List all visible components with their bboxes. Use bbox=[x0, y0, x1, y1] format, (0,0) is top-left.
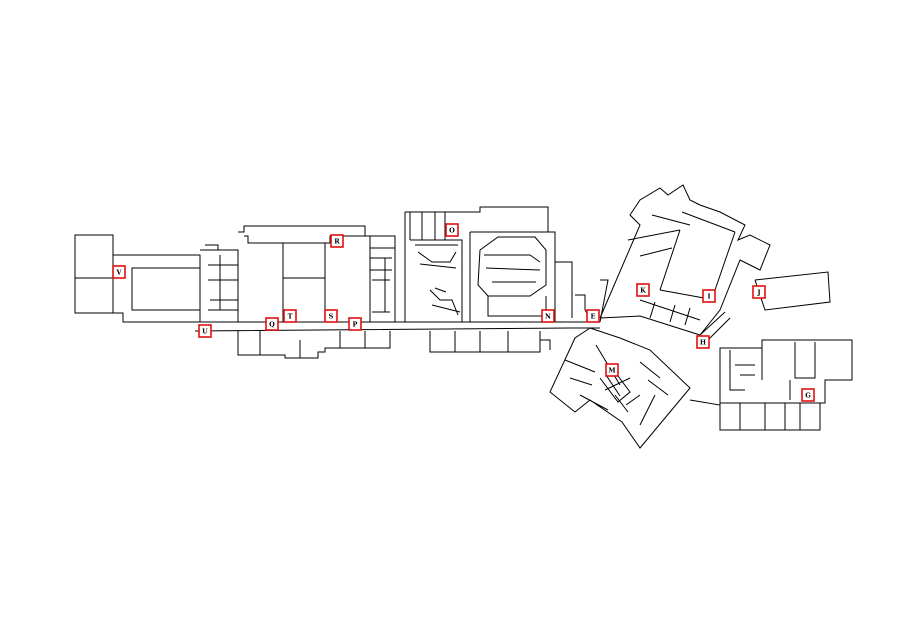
east-room bbox=[754, 271, 831, 311]
marker-p[interactable]: P bbox=[348, 317, 362, 331]
northeast-wing bbox=[599, 184, 771, 336]
southwest-wing bbox=[549, 327, 691, 449]
marker-box[interactable] bbox=[283, 309, 297, 323]
stair-block bbox=[370, 235, 396, 322]
south-rooms-middle bbox=[429, 331, 551, 353]
marker-i[interactable]: I bbox=[702, 289, 716, 303]
marker-box[interactable] bbox=[265, 317, 279, 331]
marker-box[interactable] bbox=[801, 388, 815, 402]
marker-h[interactable]: H bbox=[696, 335, 710, 349]
marker-label: M bbox=[608, 367, 615, 375]
lecture-hall-block bbox=[404, 206, 556, 322]
marker-label: V bbox=[115, 269, 122, 277]
marker-label: H bbox=[700, 339, 706, 347]
marker-o[interactable]: O bbox=[445, 223, 459, 237]
marker-box[interactable] bbox=[702, 289, 716, 303]
marker-n[interactable]: N bbox=[541, 309, 555, 323]
east-connector bbox=[555, 261, 609, 323]
marker-box[interactable] bbox=[112, 265, 126, 279]
marker-v[interactable]: V bbox=[112, 265, 126, 279]
marker-u[interactable]: U bbox=[198, 324, 212, 338]
marker-label: J bbox=[756, 289, 760, 297]
marker-box[interactable] bbox=[636, 283, 650, 297]
marker-box[interactable] bbox=[696, 335, 710, 349]
marker-label: P bbox=[353, 321, 358, 329]
marker-r[interactable]: R bbox=[330, 234, 344, 248]
marker-s[interactable]: S bbox=[324, 309, 338, 323]
marker-label: K bbox=[640, 287, 646, 295]
marker-label: I bbox=[707, 293, 710, 301]
marker-g[interactable]: G bbox=[801, 388, 815, 402]
marker-box[interactable] bbox=[330, 234, 344, 248]
marker-j[interactable]: J bbox=[752, 285, 766, 299]
link-passage bbox=[699, 311, 731, 341]
marker-label: E bbox=[591, 313, 596, 321]
tiered-seating-right bbox=[484, 254, 541, 283]
marker-m[interactable]: M bbox=[605, 363, 619, 377]
marker-box[interactable] bbox=[445, 223, 459, 237]
main-corridor bbox=[194, 321, 600, 332]
marker-k[interactable]: K bbox=[636, 283, 650, 297]
marker-label: S bbox=[329, 313, 334, 321]
marker-label: R bbox=[334, 238, 340, 246]
marker-label: T bbox=[288, 313, 293, 321]
tiered-seating-left bbox=[415, 244, 461, 316]
stair-core bbox=[599, 367, 631, 403]
marker-box[interactable] bbox=[348, 317, 362, 331]
marker-box[interactable] bbox=[752, 285, 766, 299]
marker-label: U bbox=[202, 328, 208, 336]
marker-box[interactable] bbox=[324, 309, 338, 323]
marker-t[interactable]: T bbox=[283, 309, 297, 323]
marker-box[interactable] bbox=[198, 324, 212, 338]
location-markers: V U R Q T S P O N E M H I J K G bbox=[112, 223, 815, 402]
central-block bbox=[238, 225, 371, 322]
southeast-wing bbox=[689, 339, 853, 431]
marker-label: G bbox=[805, 392, 811, 400]
south-rooms-west bbox=[237, 331, 391, 359]
west-hall bbox=[113, 254, 201, 323]
marker-e[interactable]: E bbox=[586, 309, 600, 323]
marker-q[interactable]: Q bbox=[265, 317, 279, 331]
west-block bbox=[200, 244, 239, 322]
marker-label: O bbox=[449, 227, 455, 235]
marker-box[interactable] bbox=[605, 363, 619, 377]
marker-box[interactable] bbox=[586, 309, 600, 323]
marker-label: Q bbox=[269, 321, 275, 329]
marker-box[interactable] bbox=[541, 309, 555, 323]
west-wing-building bbox=[74, 234, 114, 314]
marker-label: N bbox=[545, 313, 551, 321]
floor-plan-walls bbox=[74, 184, 853, 449]
